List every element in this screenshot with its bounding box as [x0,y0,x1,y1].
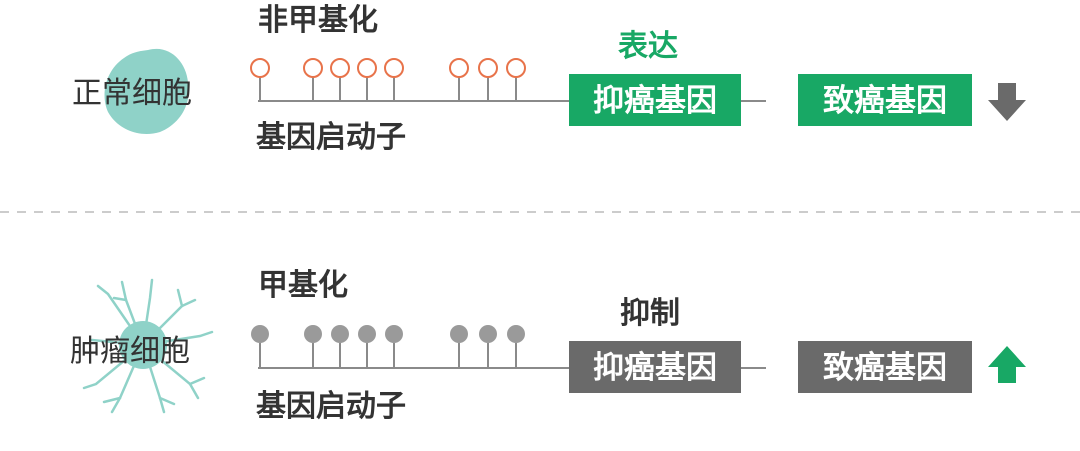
normal-promoter-label: 基因启动子 [256,120,406,155]
repression-label: 抑制 [620,296,680,331]
unmethylated-site [303,58,323,78]
tumor-oncogene-label: 致癌基因 [823,350,947,386]
tumor-cell-label: 肿瘤细胞 [70,334,190,369]
unmethylated-site [357,58,377,78]
tumor-oncogene-box: 致癌基因 [798,341,972,393]
methylated-site [450,325,468,343]
tumor-cell-icon [82,278,214,414]
unmethylated-site [449,58,469,78]
expression-label: 表达 [618,29,678,64]
methylated-site [507,325,525,343]
tumor-suppressor-box: 抑癌基因 [569,341,741,393]
tumor-suppressor-label: 抑癌基因 [593,350,717,386]
methylated-site [331,325,349,343]
tumor-cpg-sites [251,325,525,368]
methylated-site [304,325,322,343]
tumor-promoter-label: 基因启动子 [256,389,406,424]
arrow-down-icon [988,83,1026,121]
tumor-cell-row: 肿瘤细胞 甲基化 基因启动子 抑制 抑癌基因 致癌基因 [70,268,1026,424]
normal-methylation-label: 非甲基化 [258,3,378,38]
unmethylated-site [250,58,270,78]
methylated-site [385,325,403,343]
methylated-site [251,325,269,343]
normal-suppressor-box: 抑癌基因 [569,74,741,126]
tumor-methylation-label: 甲基化 [258,268,348,303]
normal-suppressor-label: 抑癌基因 [593,83,717,119]
unmethylated-site [478,58,498,78]
arrow-up-icon [988,346,1026,383]
methylated-site [358,325,376,343]
methylated-site [479,325,497,343]
unmethylated-site [330,58,350,78]
normal-cell-icon [104,48,189,134]
normal-oncogene-label: 致癌基因 [823,83,947,119]
normal-cell-label: 正常细胞 [72,76,192,111]
unmethylated-site [384,58,404,78]
unmethylated-site [506,58,526,78]
normal-cpg-sites [250,58,526,101]
normal-oncogene-box: 致癌基因 [798,74,972,126]
normal-cell-row: 正常细胞 非甲基化 基因启动子 表达 抑癌基因 致癌基因 [72,3,1026,155]
